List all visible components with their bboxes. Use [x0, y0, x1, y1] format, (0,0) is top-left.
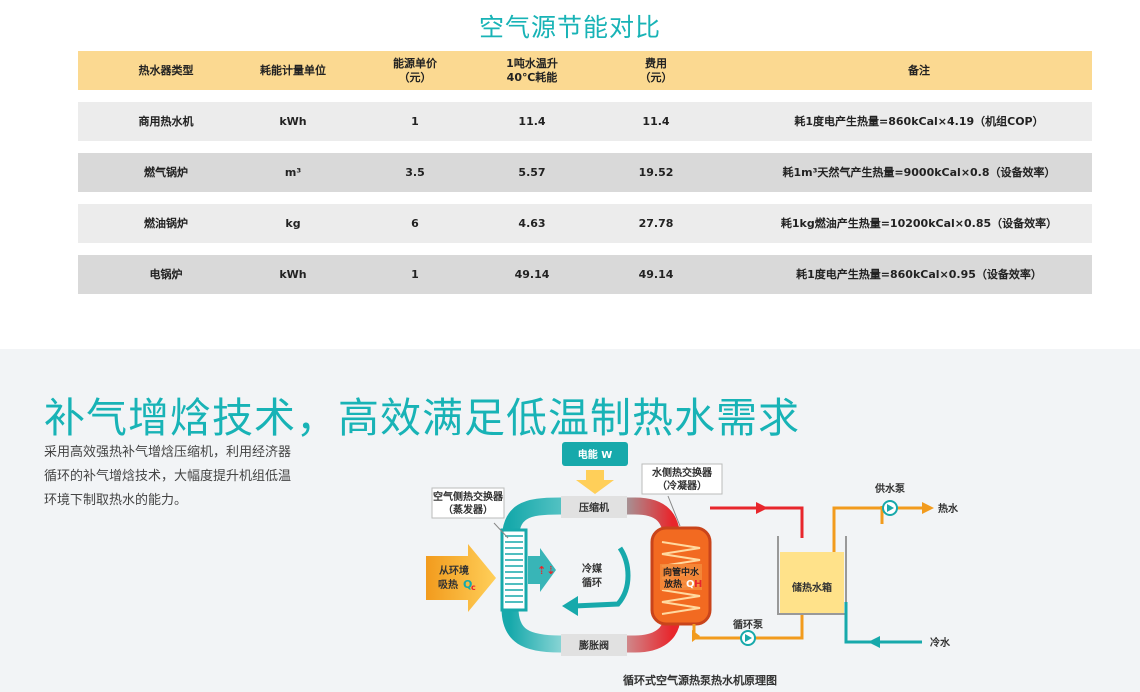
table-row: 燃油锅炉 kg 6 4.63 27.78 耗1kg燃油产生热量=10200kCa…	[78, 204, 1092, 243]
condenser-icon	[650, 526, 712, 626]
storage-tank-icon	[777, 536, 847, 615]
column-header: 能源单价 （元）	[393, 56, 437, 84]
table-cell: 11.4	[518, 114, 546, 128]
leader-line	[667, 495, 681, 527]
table-cell: 耗1度电产生热量=860kCal×4.19（机组COP）	[794, 114, 1044, 128]
comparison-title: 空气源节能对比	[478, 13, 661, 42]
table-cell: 6	[411, 216, 419, 230]
hot-pipe	[710, 506, 804, 538]
ambient-label: 吸热	[438, 578, 458, 591]
hot-water-arrow-icon	[922, 502, 934, 514]
table-cell: 3.5	[405, 165, 425, 179]
table-cell: 27.78	[638, 216, 674, 230]
table-cell: 耗1kg燃油产生热量=10200kCal×0.85（设备效率）	[780, 216, 1058, 230]
diagram-caption: 循环式空气源热泵热水机原理图	[623, 673, 777, 687]
evaporator-label: 空气侧热交换器	[433, 490, 504, 503]
table-cell: kWh	[279, 267, 307, 281]
table-row: 商用热水机 kWh 1 11.4 11.4 耗1度电产生热量=860kCal×4…	[78, 102, 1092, 141]
heat-release-label: 放热	[663, 578, 682, 590]
table-cell: 耗1度电产生热量=860kCal×0.95（设备效率）	[796, 267, 1042, 281]
table-row: 电锅炉 kWh 1 49.14 49.14 耗1度电产生热量=860kCal×0…	[78, 255, 1092, 294]
heat-flow-arrow	[528, 548, 556, 592]
table-cell: 耗1m³天然气产生热量=9000kCal×0.8（设备效率）	[782, 165, 1056, 179]
cold-water-pipe	[844, 602, 922, 644]
table-cell: m³	[284, 165, 302, 179]
storage-tank-label: 储热水箱	[791, 581, 832, 594]
qh-subscript: H	[694, 579, 702, 590]
table-cell: 4.63	[518, 216, 546, 230]
qc-subscript: c	[471, 583, 476, 592]
condenser-sublabel: （冷凝器）	[657, 479, 707, 492]
qc-symbol: Q	[463, 578, 472, 591]
column-header: 备注	[908, 63, 930, 77]
power-arrow-icon	[576, 470, 614, 494]
refrigerant-label: 循环	[582, 576, 602, 589]
feature-slogan: 补气增焓技术，高效满足低温制热水需求	[44, 394, 800, 442]
table-cell: 49.14	[638, 267, 674, 281]
table-cell: 19.52	[638, 165, 674, 179]
ambient-heat-arrow	[426, 544, 496, 612]
power-input-box	[562, 442, 628, 466]
expansion-valve-box	[561, 634, 627, 656]
leader-line	[493, 522, 509, 539]
table-cell: 燃油锅炉	[144, 216, 188, 230]
table-cell: 49.14	[514, 267, 550, 281]
supply-pipe	[832, 506, 884, 552]
refrigerant-label: 冷媒	[582, 562, 603, 575]
table-cell: kg	[285, 216, 301, 230]
heat-pump-diagram: 空气侧热交换器 （蒸发器） 从环境 吸热 Q c ⇡⇣ 电能 W 压缩机 冷媒 …	[410, 438, 970, 692]
table-cell: 燃气锅炉	[144, 165, 188, 179]
evaporator-label-box	[431, 487, 505, 519]
column-header: 热水器类型	[138, 63, 194, 77]
qh-symbol: Q	[686, 579, 695, 590]
column-header: 耗能计量单位	[260, 63, 326, 77]
ambient-label: 从环境	[439, 564, 469, 577]
flow-arrow-icon	[756, 502, 768, 514]
table-cell: 11.4	[642, 114, 670, 128]
cold-water-arrow-icon	[868, 636, 880, 648]
condenser-label-box	[641, 463, 723, 495]
table-cell: 电锅炉	[149, 267, 183, 281]
supply-pump-label: 供水泵	[874, 482, 906, 495]
table-cell: 5.57	[518, 165, 546, 179]
compressor-box	[561, 496, 627, 518]
expansion-valve-label: 膨胀阀	[579, 639, 609, 652]
evaporator-sublabel: （蒸发器）	[443, 503, 493, 516]
table-cell: kWh	[279, 114, 307, 128]
power-label: 电能 W	[578, 448, 613, 461]
hot-water-label: 热水	[938, 502, 959, 515]
column-header: 费用 （元）	[639, 56, 673, 84]
heat-release-label: 向管中水	[663, 566, 700, 578]
cycle-arrow-icon	[562, 596, 578, 616]
flow-arrow-icon	[692, 630, 700, 642]
feature-description: 采用高效强热补气增焓压缩机，利用经济器循环的补气增焓技术，大幅度提升机组低温环境…	[44, 445, 292, 508]
table-cell: 商用热水机	[138, 114, 194, 128]
refrigerant-loop	[501, 497, 681, 653]
circulation-pump-label: 循环泵	[733, 618, 764, 631]
table-row: 燃气锅炉 m³ 3.5 5.57 19.52 耗1m³天然气产生热量=9000k…	[78, 153, 1092, 192]
compressor-label: 压缩机	[579, 501, 609, 514]
condenser-label: 水侧热交换器	[651, 466, 713, 479]
table-cell: 1	[411, 114, 419, 128]
table-header-row: 热水器类型 耗能计量单位 能源单价 （元） 1吨水温升 40℃耗能 费用 （元）…	[78, 51, 1092, 90]
evaporator-icon	[500, 528, 528, 612]
column-header: 1吨水温升 40℃耗能	[506, 56, 558, 84]
table-cell: 1	[411, 267, 419, 281]
heat-flow-icon: ⇡⇣	[537, 564, 555, 577]
cold-water-label: 冷水	[930, 636, 951, 649]
